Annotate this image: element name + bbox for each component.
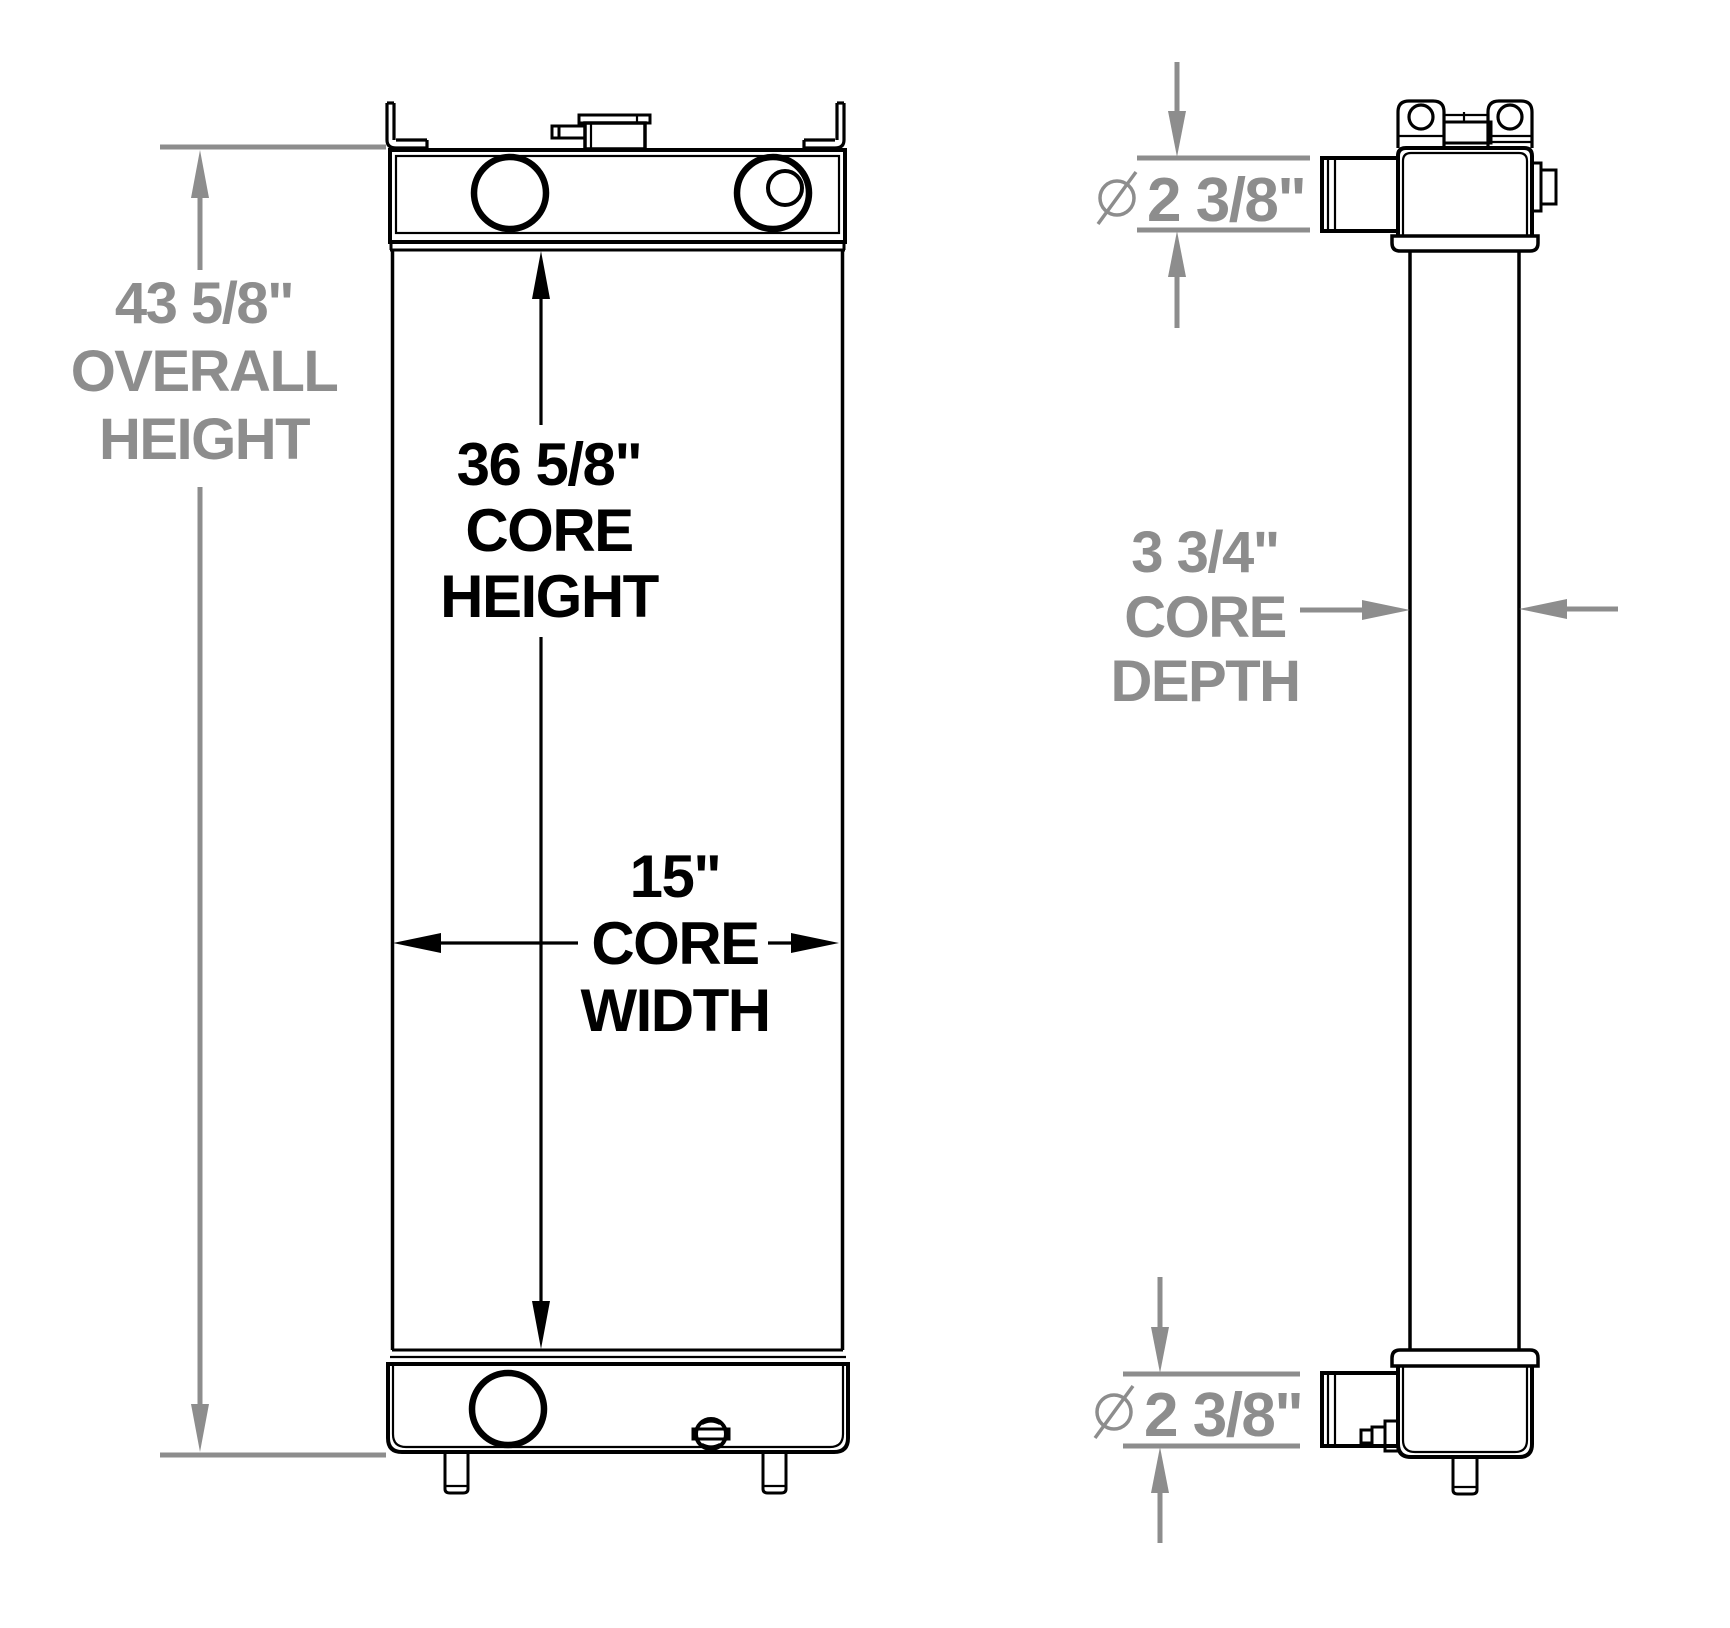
core-width-value: 15" [630,843,721,910]
top-fitting-tip [1539,168,1558,206]
bracket-center-block [1442,120,1493,145]
top-dia-arrow-down [1168,111,1186,157]
side-bottom-fitting [1359,1419,1400,1453]
front-core [390,250,846,1359]
leg-right-sides [761,1452,788,1486]
top-port-diameter-dimension: 2 3/8" [1096,62,1310,328]
filler-cap [550,113,652,151]
overall-height-arrow-down [191,1404,209,1452]
bottom-port-diameter-value: 2 3/8" [1144,1381,1302,1450]
bottom-fitting-tip [1359,1428,1374,1445]
core-height-arrow-up [532,251,550,299]
side-top-tank-body [1396,146,1534,236]
top-tank-left-opening [470,153,550,233]
overall-height-dimension: 43 5/8" OVERALL HEIGHT [71,144,386,1458]
core-depth-arrow-left-pointing [1519,599,1567,619]
bottom-fitting-step [1370,1425,1387,1448]
core-depth-word2: DEPTH [1110,649,1299,714]
side-bottom-tank-body [1396,1366,1534,1459]
top-port-diameter-value: 2 3/8" [1147,166,1305,235]
bottom-tank-inner-wall [391,1364,845,1449]
core-height-word2: HEIGHT [440,563,659,630]
bottom-dia-arrow-up [1151,1447,1169,1493]
top-port-outline [1320,156,1400,233]
side-bottom-tank-flange [1390,1348,1540,1368]
side-bottom-hose-port [1320,1371,1400,1448]
side-top-tank-inner [1401,151,1529,236]
bracket-right-outer [804,103,846,150]
side-top-hose-port [1320,156,1400,233]
core-depth-word1: CORE [1124,585,1286,650]
side-top-tank [1320,146,1558,253]
radiator-front-view: 43 5/8" OVERALL HEIGHT 36 5/8" CORE HEIG… [71,101,850,1495]
bracket-hole-right [1496,103,1524,131]
side-top-tank-flange [1390,234,1540,253]
top-tank-right-opening [733,153,813,233]
diameter-slash [1096,170,1138,226]
core-width-word1: CORE [591,910,758,977]
mounting-bracket-left [385,101,429,150]
core-width-arrow-right [791,933,839,953]
core-height-arrow-down [532,1301,550,1349]
overall-height-arrow-up [191,150,209,198]
radiator-side-view: 2 3/8" 3 3/4" CORE DEPTH 2 3/8" [1093,62,1618,1543]
bracket-lobe-left [1396,99,1446,148]
core-depth-arrow-right-pointing [1362,600,1410,620]
top-tank-right-opening-inner [766,169,804,207]
mounting-leg-right [761,1452,788,1495]
filler-cap-body [583,121,647,151]
drain-plug-body [694,1417,728,1451]
bracket-hole-left [1407,103,1435,131]
core-depth-value: 3 3/4" [1131,520,1279,585]
core-height-value: 36 5/8" [457,431,642,498]
drain-plug-bottom-groove [701,1443,721,1448]
overall-height-word1: OVERALL [71,339,338,404]
core-width-arrow-left [393,933,441,953]
diameter-symbol-icon [1096,170,1138,226]
overall-height-value: 43 5/8" [115,271,293,336]
front-bottom-tank [386,1362,850,1495]
drain-plug-wing [691,1427,731,1441]
side-leg-foot [1451,1487,1479,1496]
overall-height-word2: HEIGHT [99,407,310,472]
bottom-dia-arrow-down [1151,1327,1169,1373]
bracket-lobe-right [1486,99,1534,148]
mounting-leg-left [443,1452,470,1495]
bottom-tank-outline [386,1362,850,1454]
front-top-tank [388,148,847,252]
bottom-port-diameter-dimension: 2 3/8" [1093,1277,1304,1543]
side-top-bracket [1396,99,1534,148]
filler-cap-nipple [550,124,587,140]
diameter-circle [1095,1393,1133,1431]
bottom-tank-opening [468,1369,548,1449]
core-width-word2: WIDTH [580,977,769,1044]
bracket-left-outer [385,103,427,150]
core-width-dimension: 15" CORE WIDTH [393,843,839,1044]
top-dia-arrow-up [1168,231,1186,277]
diameter-circle [1098,179,1136,217]
drain-plug-top-groove [701,1420,721,1425]
leg-right-foot [761,1486,788,1495]
side-bottom-tank-inner [1401,1366,1529,1454]
side-leg-sides [1451,1457,1479,1487]
core-height-dimension: 36 5/8" CORE HEIGHT [440,251,660,1349]
bottom-port-outline [1320,1371,1400,1448]
side-mounting-leg [1451,1457,1479,1496]
leg-left-foot [443,1486,470,1495]
mounting-bracket-right [802,101,846,150]
diameter-slash [1093,1384,1135,1440]
diameter-symbol-icon [1093,1384,1135,1440]
drain-plug [691,1417,731,1451]
side-core [1408,251,1521,1350]
core-depth-dimension: 3 3/4" CORE DEPTH [1110,520,1618,714]
core-height-word1: CORE [465,497,632,564]
top-tank-inner-wall [394,154,841,235]
side-top-fitting [1530,161,1558,213]
side-bottom-tank [1320,1348,1540,1496]
leg-left-sides [443,1452,470,1486]
